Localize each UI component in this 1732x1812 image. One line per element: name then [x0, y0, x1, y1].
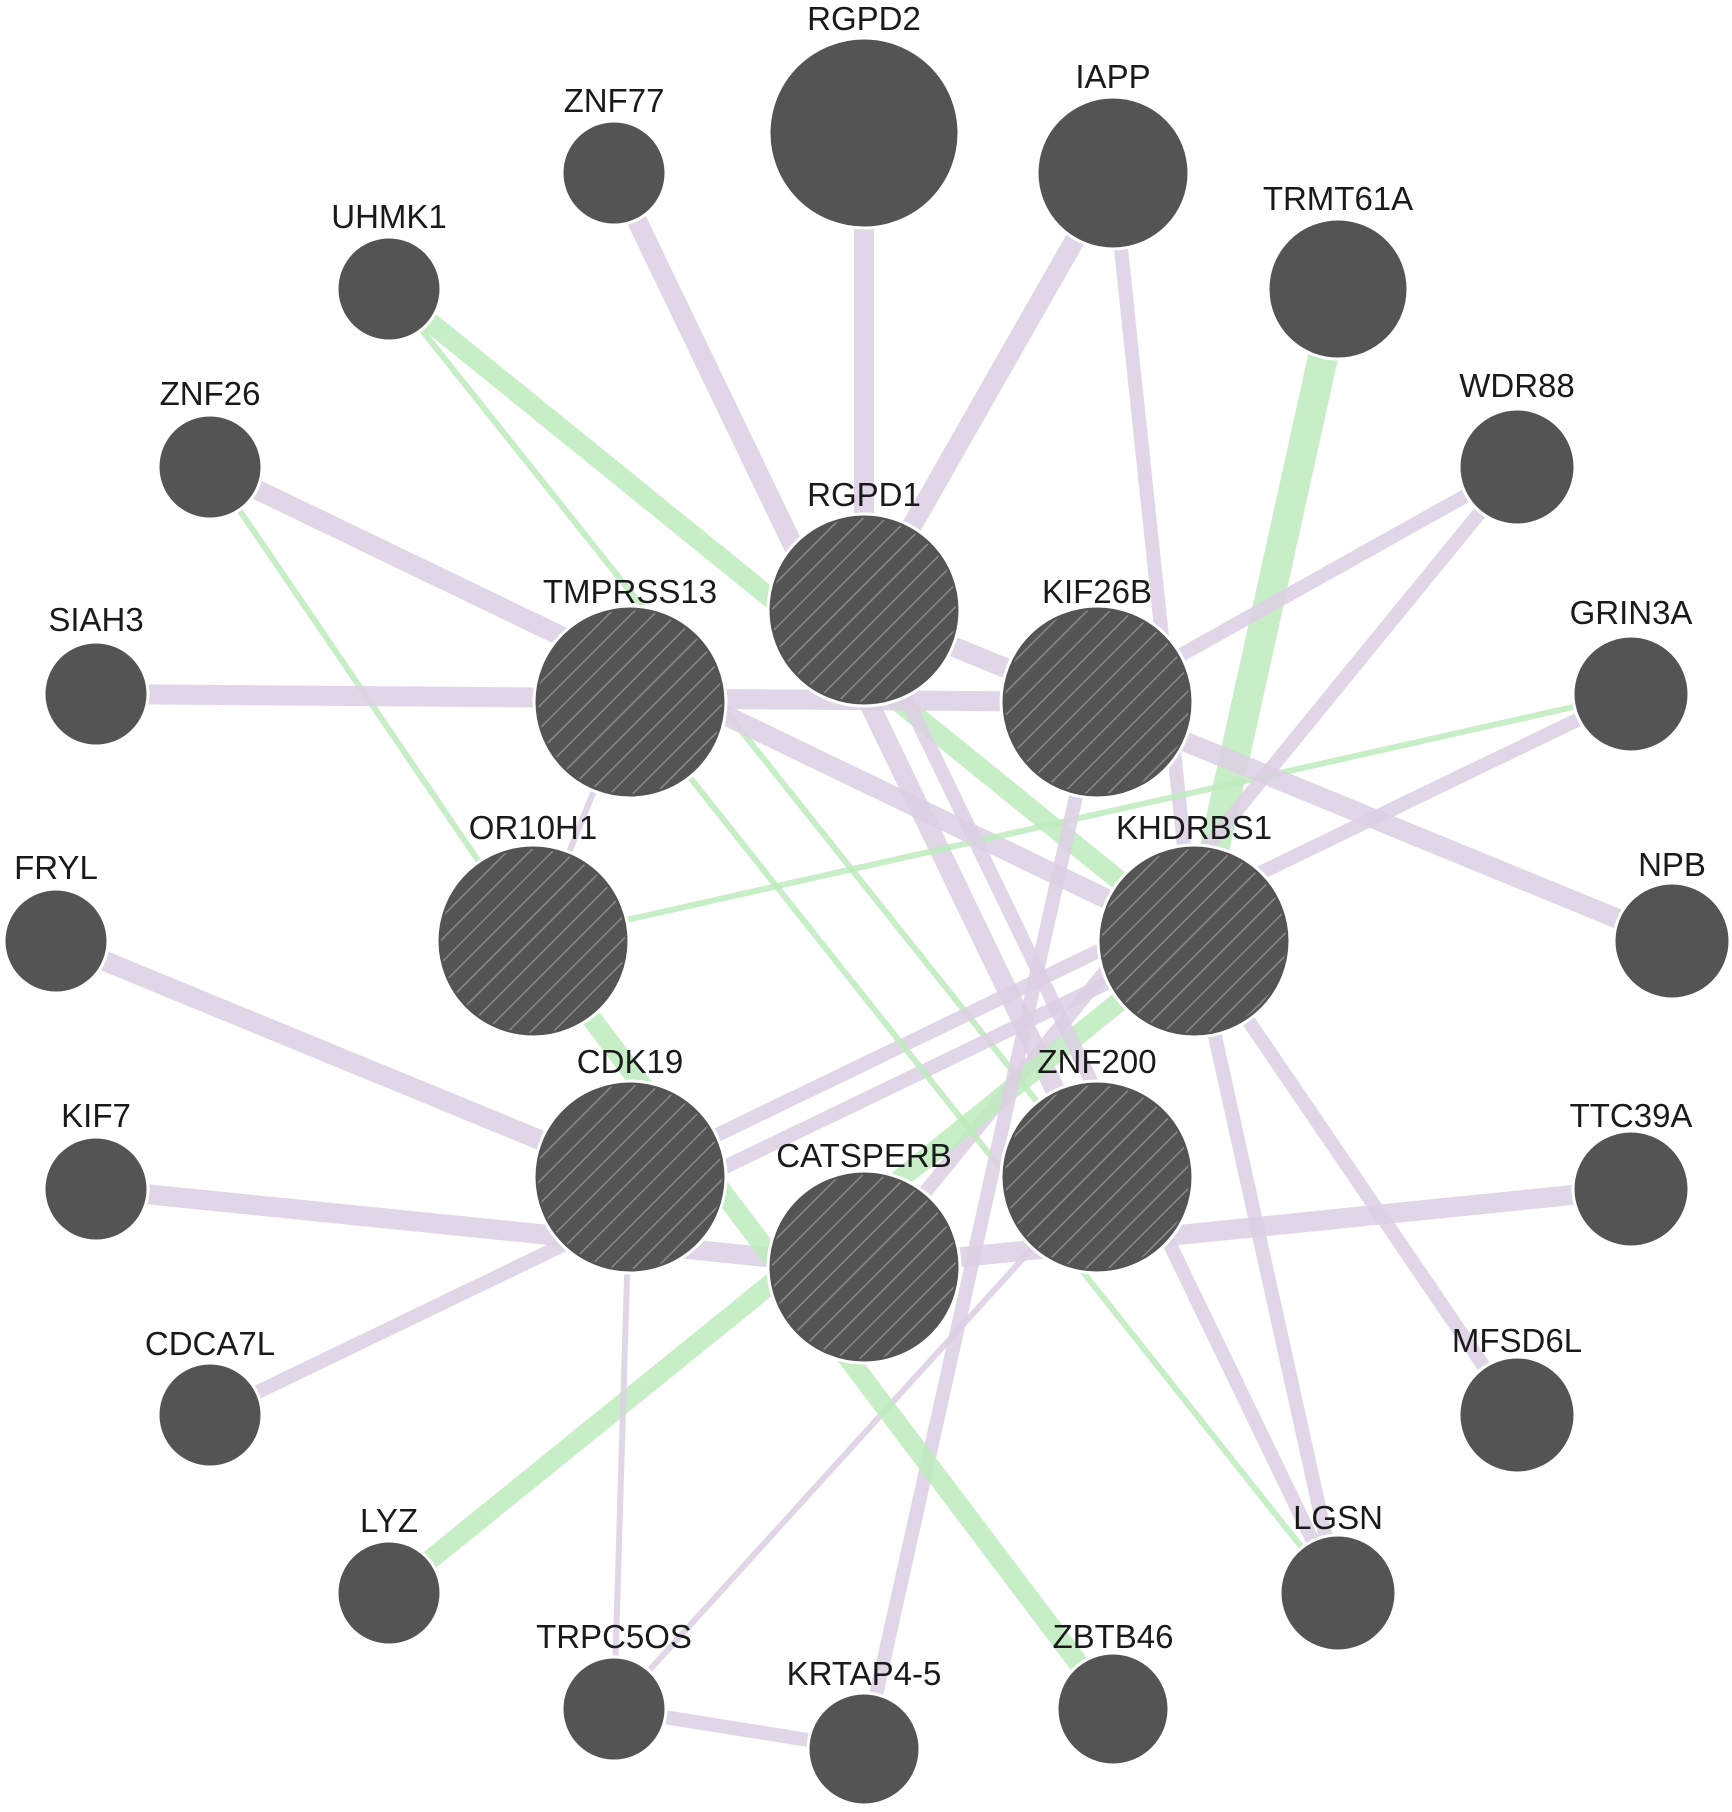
node-label: KHDRBS1 [1116, 809, 1272, 846]
node-circle [806, 1691, 922, 1807]
node-label: TTC39A [1570, 1097, 1693, 1134]
node-hatch [441, 849, 625, 1033]
node-cdk19[interactable]: CDK19 [532, 1043, 728, 1275]
node-kif7[interactable]: KIF7 [42, 1097, 150, 1243]
node-cdca7l[interactable]: CDCA7L [145, 1325, 275, 1469]
node-trmt61a[interactable]: TRMT61A [1263, 180, 1413, 361]
node-label: CATSPERB [776, 1137, 951, 1174]
node-tmprss13[interactable]: TMPRSS13 [532, 573, 728, 800]
edge-grin3a-or10h1 [532, 691, 1632, 944]
node-catsperb[interactable]: CATSPERB [766, 1137, 962, 1365]
edge-lgsn-tmprss13 [627, 700, 1341, 1595]
node-label: CDCA7L [145, 1325, 275, 1362]
node-label: ZNF200 [1037, 1043, 1156, 1080]
edge-fryl-cdk19 [52, 931, 634, 1187]
node-circle [335, 235, 443, 343]
edge-lgsn-khdrbs1 [1187, 939, 1345, 1595]
edge-kif7-catsperb [94, 1179, 866, 1277]
node-krtap4-5[interactable]: KRTAP4-5 [787, 1655, 942, 1807]
node-label: TMPRSS13 [543, 573, 717, 610]
edge-krtap4-5-kif26b [857, 700, 1104, 1751]
node-circle [767, 36, 961, 230]
node-npb[interactable]: NPB [1612, 846, 1732, 1001]
node-or10h1[interactable]: OR10H1 [435, 809, 631, 1039]
edge-ttc39a-catsperb [862, 1179, 1633, 1277]
node-fryl[interactable]: FRYL [2, 849, 110, 995]
node-label: LGSN [1293, 1499, 1383, 1536]
node-circle [42, 1135, 150, 1243]
node-label: WDR88 [1459, 367, 1575, 404]
edge-trpc5os-znf200 [611, 1174, 1100, 1712]
node-circle [560, 119, 668, 227]
node-siah3[interactable]: SIAH3 [42, 601, 150, 748]
node-circle [1055, 1651, 1171, 1767]
node-label: UHMK1 [331, 198, 447, 235]
node-circle [560, 1655, 668, 1763]
node-circle [1035, 95, 1191, 251]
node-circle [1457, 407, 1577, 527]
edge-npb-rgpd1 [860, 600, 1676, 951]
node-circle [1457, 1355, 1577, 1475]
node-label: RGPD2 [807, 0, 921, 37]
node-lgsn[interactable]: LGSN [1278, 1499, 1398, 1653]
node-hatch [538, 1085, 722, 1269]
node-mfsd6l[interactable]: MFSD6L [1452, 1322, 1582, 1475]
node-label: KIF26B [1042, 573, 1152, 610]
node-znf200[interactable]: ZNF200 [999, 1043, 1195, 1275]
node-label: TRPC5OS [536, 1618, 692, 1655]
node-rgpd1[interactable]: RGPD1 [766, 476, 962, 708]
node-lyz[interactable]: LYZ [335, 1502, 443, 1647]
node-hatch [772, 518, 956, 702]
node-circle [1571, 634, 1691, 754]
node-circle [156, 1361, 264, 1469]
node-label: ZBTB46 [1052, 1618, 1173, 1655]
node-label: LYZ [360, 1502, 418, 1539]
node-circle [1571, 1129, 1691, 1249]
node-label: FRYL [14, 849, 98, 886]
node-label: IAPP [1075, 58, 1150, 95]
node-khdrbs1[interactable]: KHDRBS1 [1096, 809, 1292, 1039]
node-ttc39a[interactable]: TTC39A [1570, 1097, 1693, 1249]
node-hatch [1005, 610, 1189, 794]
node-grin3a[interactable]: GRIN3A [1570, 594, 1693, 754]
node-hatch [1102, 849, 1286, 1033]
node-znf77[interactable]: ZNF77 [560, 82, 668, 227]
node-label: NPB [1638, 846, 1706, 883]
node-label: ZNF26 [160, 375, 261, 412]
node-wdr88[interactable]: WDR88 [1457, 367, 1577, 527]
node-label: OR10H1 [469, 809, 597, 846]
node-label: KIF7 [61, 1097, 131, 1134]
node-znf26[interactable]: ZNF26 [156, 375, 264, 521]
node-label: MFSD6L [1452, 1322, 1582, 1359]
node-circle [1278, 1533, 1398, 1653]
node-circle [335, 1539, 443, 1647]
node-hatch [538, 610, 722, 794]
node-circle [156, 413, 264, 521]
node-circle [1612, 881, 1732, 1001]
node-hatch [1005, 1085, 1189, 1269]
node-label: CDK19 [577, 1043, 683, 1080]
node-label: SIAH3 [48, 601, 143, 638]
node-circle [1266, 217, 1410, 361]
node-label: RGPD1 [807, 476, 921, 513]
node-circle [42, 640, 150, 748]
node-kif26b[interactable]: KIF26B [999, 573, 1195, 800]
node-hatch [772, 1175, 956, 1359]
node-rgpd2[interactable]: RGPD2 [767, 0, 961, 230]
edge-iapp-khdrbs1 [1106, 172, 1201, 942]
node-label: KRTAP4-5 [787, 1655, 942, 1692]
node-uhmk1[interactable]: UHMK1 [331, 198, 447, 343]
node-label: TRMT61A [1263, 180, 1413, 217]
node-zbtb46[interactable]: ZBTB46 [1052, 1618, 1174, 1767]
node-label: ZNF77 [564, 82, 665, 119]
node-circle [2, 887, 110, 995]
node-trpc5os[interactable]: TRPC5OS [536, 1618, 692, 1763]
node-iapp[interactable]: IAPP [1035, 58, 1191, 251]
node-label: GRIN3A [1570, 594, 1693, 631]
